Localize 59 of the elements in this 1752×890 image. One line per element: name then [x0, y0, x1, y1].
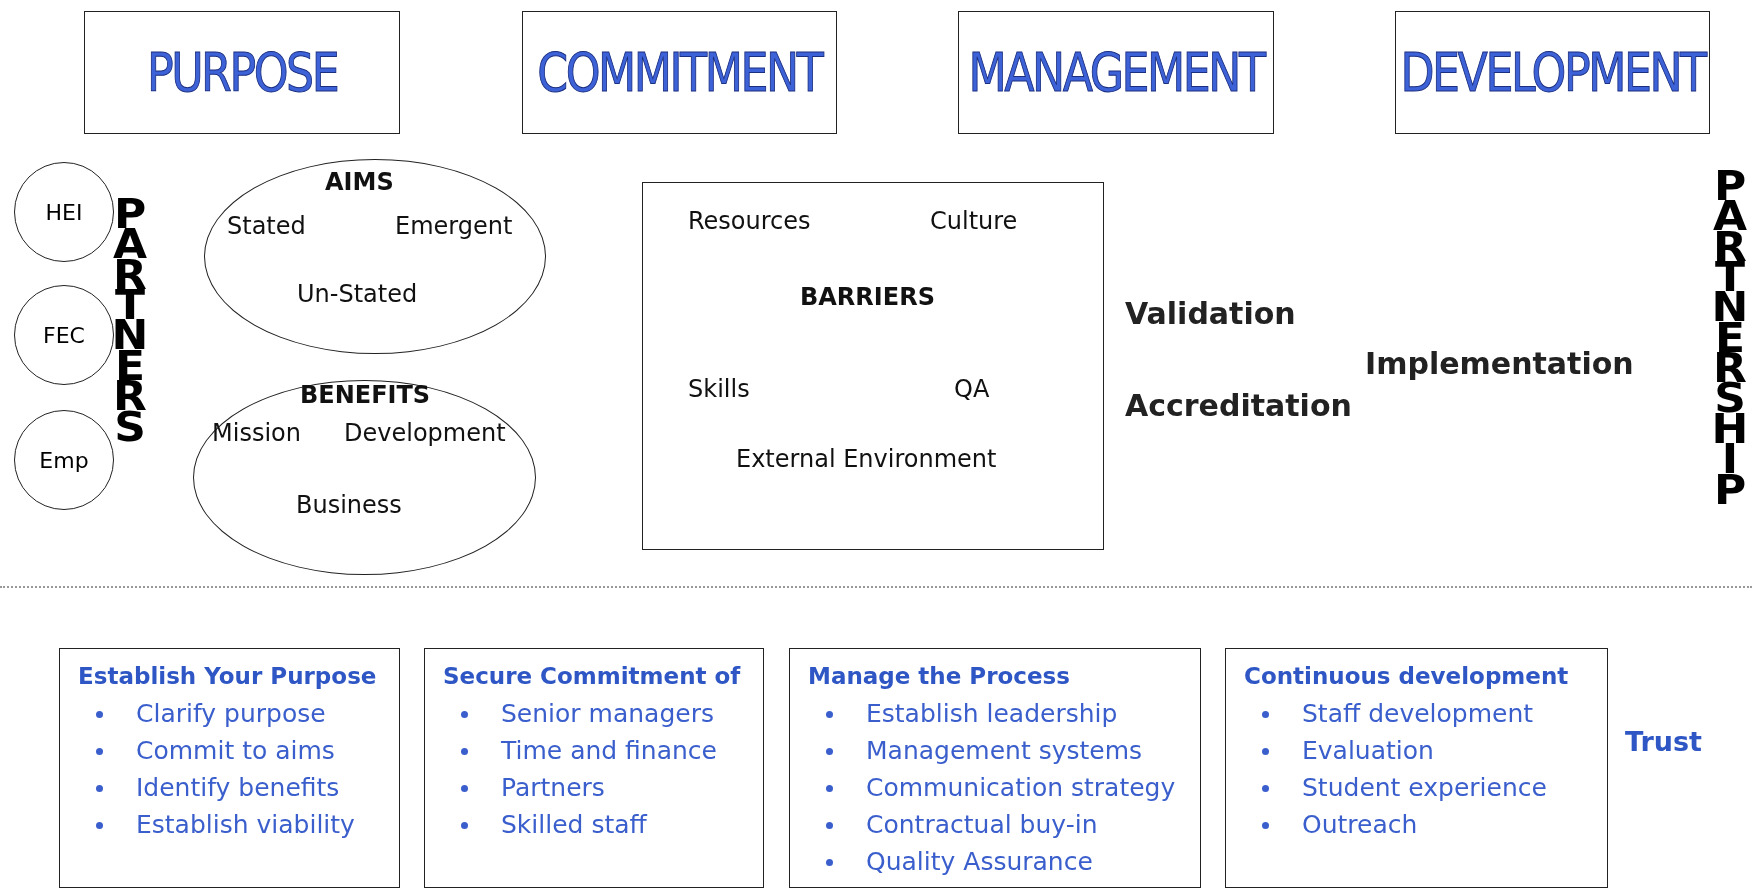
checklist-item: Clarify purpose [136, 699, 326, 728]
stage-label: Implementation [1365, 346, 1634, 381]
checklist-item: Management systems [866, 736, 1143, 765]
stage-label: Accreditation [1125, 388, 1352, 423]
item-text: QA [954, 375, 990, 403]
item-text: Un-Stated [297, 280, 418, 308]
stage-heading: COMMITMENT [537, 41, 822, 104]
checklist-heading: Secure Commitment of [443, 663, 741, 689]
stage-box [958, 11, 1274, 134]
checklist-item: Commit to aims [136, 736, 335, 765]
checklist-item: Student experience [1302, 773, 1547, 802]
group-heading: BENEFITS [300, 381, 431, 409]
checklist-item: Partners [501, 773, 605, 802]
checklist-heading: Continuous development [1244, 663, 1569, 689]
stage-heading: MANAGEMENT [968, 41, 1264, 104]
checklist-box [789, 648, 1201, 888]
stage-heading: PURPOSE [146, 41, 338, 104]
item-text: Resources [688, 207, 811, 235]
barriers-box [642, 182, 1104, 550]
stage-box [522, 11, 837, 134]
topic-ellipse [204, 159, 546, 354]
checklist-item: Senior managers [501, 699, 714, 728]
stage-label: Validation [1125, 296, 1296, 331]
checklist-item: Identify benefits [136, 773, 340, 802]
stage-box [1395, 11, 1710, 134]
vertical-label: PARTNERSHIP [1710, 170, 1750, 505]
checklist-item: Communication strategy [866, 773, 1176, 802]
item-text: Development [344, 419, 506, 447]
checklist-item: Contractual buy-in [866, 810, 1098, 839]
stage-box [84, 11, 400, 134]
checklist-box [1225, 648, 1608, 888]
item-text: External Environment [736, 445, 997, 473]
topic-ellipse [193, 380, 536, 575]
checklist-heading: Establish Your Purpose [78, 663, 377, 689]
checklist-item: Skilled staff [501, 810, 647, 839]
stage-heading: DEVELOPMENT [1400, 41, 1705, 104]
checklist-heading: Manage the Process [808, 663, 1070, 689]
item-text: Mission [212, 419, 301, 447]
item-text: Skills [688, 375, 750, 403]
partner-label: FEC [43, 322, 85, 348]
checklist-box [59, 648, 400, 888]
checklist-item: Establish viability [136, 810, 355, 839]
group-heading: AIMS [325, 168, 394, 196]
item-text: Business [296, 491, 402, 519]
item-text: Emergent [395, 212, 513, 240]
partner-label: HEI [45, 199, 83, 225]
checklist-item: Evaluation [1302, 736, 1434, 765]
vertical-label: PARTNERS [110, 198, 150, 442]
checklist-item: Quality Assurance [866, 847, 1093, 876]
checklist-item: Outreach [1302, 810, 1418, 839]
checklist-box [424, 648, 764, 888]
checklist-item: Time and finance [501, 736, 717, 765]
checklist-item: Establish leadership [866, 699, 1118, 728]
item-text: Stated [227, 212, 306, 240]
partner-label: Emp [39, 447, 89, 473]
trust-label: Trust [1625, 726, 1702, 757]
group-heading: BARRIERS [800, 283, 935, 311]
checklist-item: Staff development [1302, 699, 1534, 728]
item-text: Culture [930, 207, 1018, 235]
